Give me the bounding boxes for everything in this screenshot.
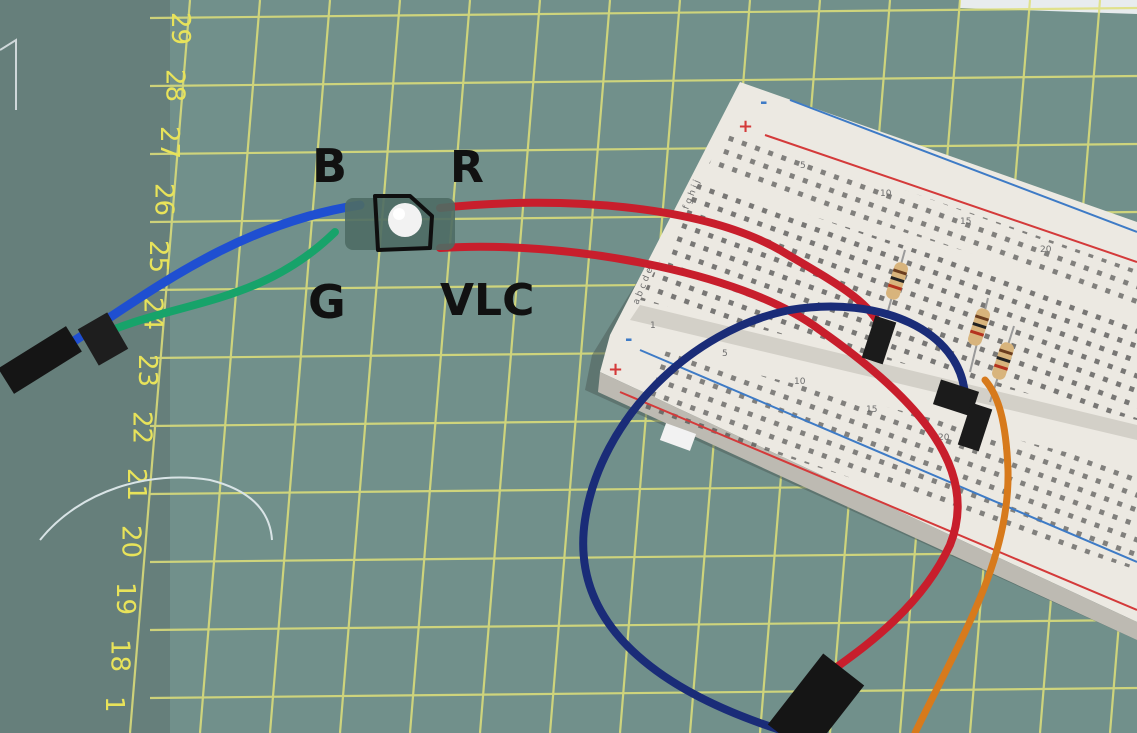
pin-navy — [932, 379, 980, 417]
grid-line-h — [149, 686, 1137, 700]
column-number: 15 — [960, 217, 971, 227]
breadboard-clip — [659, 423, 697, 451]
label-b: B — [312, 139, 347, 193]
column-number: 20 — [1040, 245, 1052, 255]
grid-line-v — [198, 0, 262, 733]
rgb-led — [345, 194, 455, 252]
column-number: 10 — [880, 189, 892, 199]
ruler-number: 20 — [116, 525, 146, 558]
resistor-1 — [885, 249, 908, 319]
rail-blue-bottom — [639, 349, 1137, 563]
led-outline — [373, 194, 434, 252]
rail-minus-bottom: - — [625, 329, 632, 350]
grid-line-v — [128, 0, 192, 733]
ruler-number: 26 — [149, 183, 179, 216]
column-numbers-top: 5 10 15 20 — [800, 161, 1052, 255]
ruler-number: 23 — [132, 354, 162, 387]
column-number: 5 — [800, 161, 806, 171]
red-wire-2 — [436, 242, 962, 676]
grid-line-v — [338, 0, 402, 733]
red-wire-1 — [436, 198, 886, 334]
rail-plus-top: + — [738, 116, 753, 137]
green-wire — [96, 228, 339, 339]
ruler-number: 29 — [165, 12, 195, 45]
blue-connector — [0, 326, 82, 394]
stray-wire-2 — [0, 38, 17, 110]
ruler-number: 22 — [127, 411, 157, 444]
label-vcc: VLC — [440, 275, 534, 326]
column-number: 15 — [866, 405, 877, 415]
rail-minus-top: - — [760, 92, 767, 113]
rail-red-bottom — [619, 391, 1137, 611]
ruler-number: 19 — [110, 582, 140, 615]
rail-red-top — [764, 134, 1137, 263]
resistor-2 — [968, 297, 990, 373]
pin-red-1 — [861, 315, 897, 365]
grid-line-h — [149, 6, 1137, 20]
grid-line-v — [268, 0, 332, 733]
column-number: 5 — [722, 349, 728, 359]
center-channel — [630, 305, 1137, 440]
grid-line-v — [478, 0, 542, 733]
ruler-number: 18 — [105, 639, 135, 672]
column-number: 1 — [650, 321, 656, 331]
column-number: 20 — [938, 433, 950, 443]
label-g: G — [308, 275, 346, 329]
hole-field-main-b — [640, 350, 1137, 570]
ruler-number: 28 — [160, 69, 190, 102]
orange-wire — [911, 376, 1012, 733]
column-number: 10 — [794, 377, 806, 387]
table-edge — [960, 0, 1137, 14]
grid-line-v — [548, 0, 612, 733]
ruler-number: 25 — [143, 240, 173, 273]
navy-wire — [579, 302, 969, 733]
label-r: R — [450, 142, 484, 193]
ruler-number: 27 — [154, 126, 184, 159]
grid-line-v — [408, 0, 472, 733]
grid-line-h — [149, 142, 1137, 156]
ruler-number: 1 — [99, 696, 129, 713]
pin-orange — [957, 402, 993, 452]
rail-plus-bottom: + — [608, 359, 623, 380]
rail-blue-top — [789, 99, 1137, 233]
grid-line-h — [149, 74, 1137, 88]
stray-wire — [39, 476, 273, 541]
green-connector — [77, 312, 129, 366]
bottom-connector — [767, 653, 865, 733]
hole-field-top — [705, 130, 1137, 305]
